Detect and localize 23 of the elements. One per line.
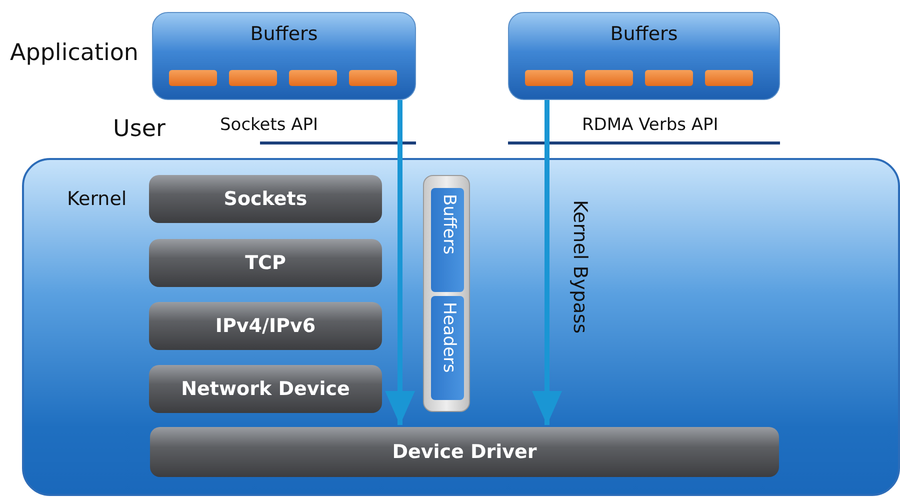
arrow: [385, 100, 415, 425]
arrow: [532, 100, 562, 425]
edge-label: Kernel Bypass: [569, 200, 591, 334]
text-label: Application: [10, 40, 139, 66]
box-title: Buffers: [249, 23, 319, 45]
text-label: User: [113, 116, 166, 142]
text-label: Sockets API: [220, 115, 318, 135]
layer-box: Sockets: [149, 175, 382, 223]
vertical-label: Headers: [439, 302, 459, 373]
box-title: Buffers: [609, 23, 679, 45]
text-label: RDMA Verbs API: [582, 115, 718, 135]
kernel-panel: [22, 158, 900, 496]
buffer-column: [423, 175, 470, 412]
buffer-segment: [431, 296, 464, 400]
layer-title: Kernel: [67, 188, 127, 210]
layer-box: IPv4/IPv6: [149, 302, 382, 350]
layer-box: TCP: [149, 239, 382, 287]
buffer-segment: [431, 188, 464, 292]
application-buffer-box: [152, 12, 416, 100]
layer-box: Network Device: [149, 365, 382, 413]
layer-box: Device Driver: [150, 427, 779, 477]
vertical-label: Buffers: [439, 194, 459, 254]
application-buffer-box: [508, 12, 780, 100]
